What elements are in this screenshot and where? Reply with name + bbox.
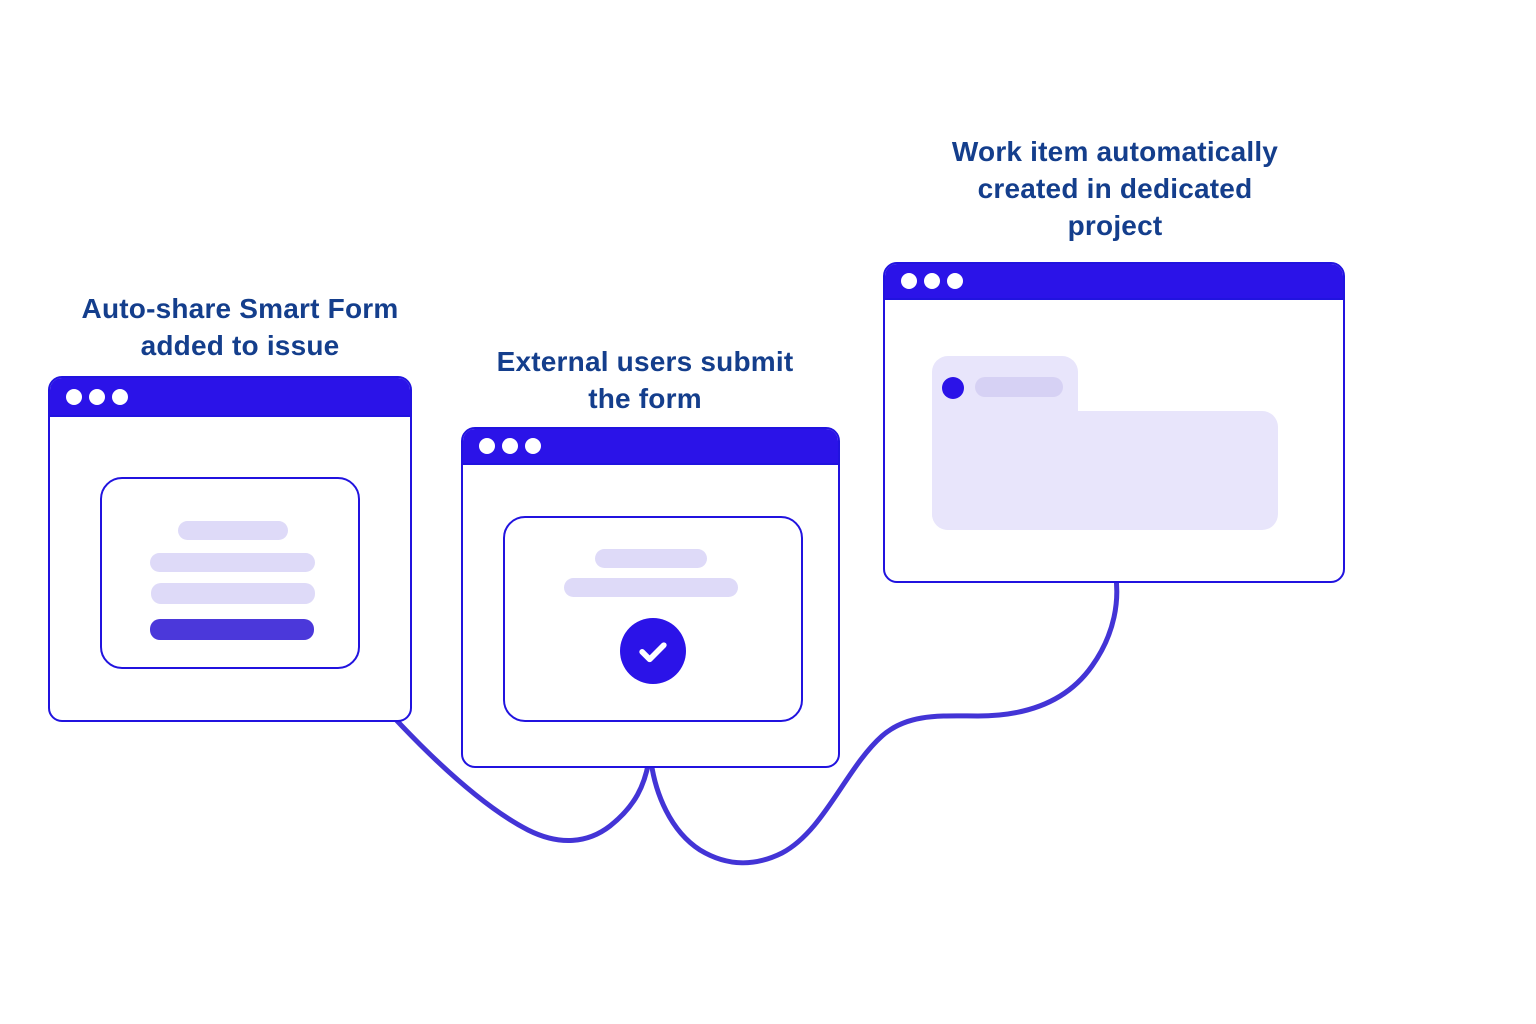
step2-label-line1: External users submit	[496, 346, 794, 377]
work-item-card-body	[932, 411, 1278, 530]
window-dot-icon	[947, 273, 963, 289]
window-titlebar	[463, 429, 838, 465]
window-dot-icon	[924, 273, 940, 289]
skeleton-line	[178, 521, 288, 540]
browser-window-smart-form	[48, 376, 412, 722]
browser-window-form-submit	[461, 427, 840, 768]
step1-label-line2: added to issue	[140, 330, 340, 361]
skeleton-line	[595, 549, 707, 568]
window-dot-icon	[525, 438, 541, 454]
step3-label-line2: created in dedicated	[977, 173, 1253, 204]
step3-label-line3: project	[1067, 210, 1163, 241]
step3-label: Work item automatically created in dedic…	[925, 133, 1305, 244]
window-dot-icon	[502, 438, 518, 454]
submitted-form-card	[503, 516, 803, 722]
skeleton-line	[564, 578, 738, 597]
window-dot-icon	[66, 388, 82, 405]
window-dot-icon	[89, 388, 105, 405]
step3-label-line1: Work item automatically	[951, 136, 1279, 167]
work-item-title-skeleton	[975, 377, 1063, 397]
form-button-skeleton	[150, 619, 314, 640]
step2-label: External users submit the form	[465, 343, 825, 417]
window-dot-icon	[112, 388, 128, 405]
step1-label-line1: Auto-share Smart Form	[81, 293, 399, 324]
smart-form-card	[100, 477, 360, 669]
skeleton-line	[151, 583, 315, 604]
status-dot-icon	[942, 377, 964, 399]
skeleton-line	[150, 553, 315, 572]
window-dot-icon	[479, 438, 495, 454]
window-titlebar	[50, 378, 410, 417]
step1-label: Auto-share Smart Form added to issue	[60, 290, 420, 364]
browser-window-work-item	[883, 262, 1345, 583]
success-check-badge	[620, 618, 686, 684]
step2-label-line2: the form	[588, 383, 702, 414]
checkmark-icon	[639, 642, 667, 663]
window-dot-icon	[901, 273, 917, 289]
window-titlebar	[885, 264, 1343, 300]
